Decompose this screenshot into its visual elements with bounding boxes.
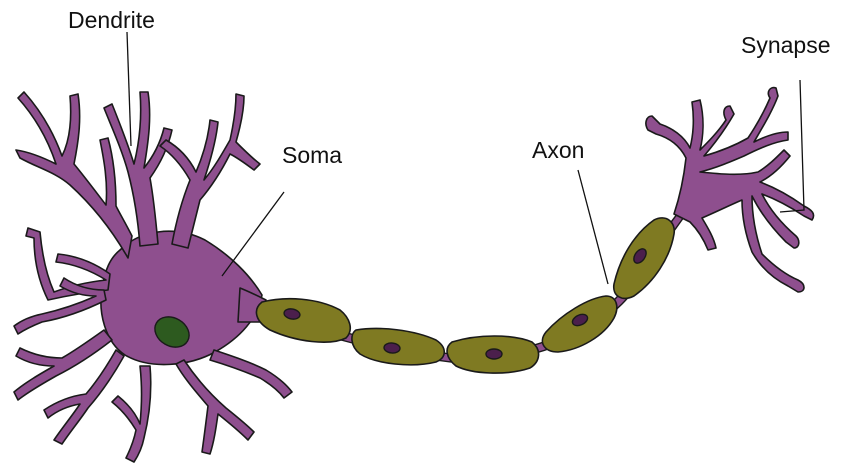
- soma-label: Soma: [282, 142, 342, 168]
- dendrite-upper-right: [160, 94, 260, 248]
- myelin-sheath: [256, 299, 350, 342]
- dendrite-bottom-right: [176, 360, 254, 454]
- axon-leader-line: [578, 170, 608, 284]
- myelin-sheath: [352, 328, 444, 364]
- soma-leader-line: [222, 192, 284, 276]
- dendrite-bottom: [112, 366, 151, 462]
- axon-terminals: [646, 88, 814, 292]
- dendrite-right-lower: [210, 350, 292, 398]
- synapse-label: Synapse: [741, 32, 831, 58]
- soma-and-dendrites: [14, 92, 292, 462]
- terminal-branches: [646, 88, 814, 292]
- myelin-sheath: [542, 296, 616, 352]
- axon-label: Axon: [532, 137, 584, 163]
- myelin-sheath: [447, 336, 539, 373]
- dendrite-label: Dendrite: [68, 7, 155, 33]
- dendrite-leader-line: [127, 32, 131, 146]
- myelin-sheath: [614, 218, 675, 298]
- myelin-sheaths: [256, 218, 674, 373]
